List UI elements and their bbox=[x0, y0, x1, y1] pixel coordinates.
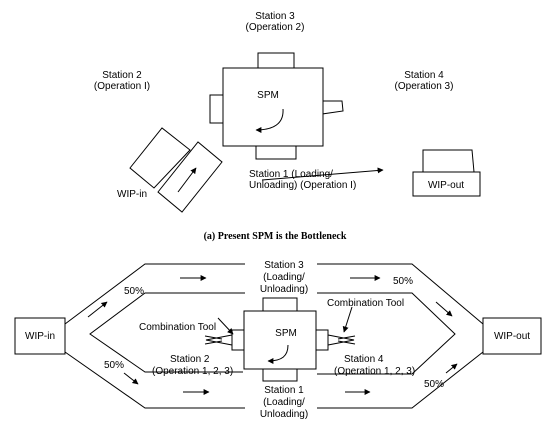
bottom-spm-body bbox=[243, 310, 317, 370]
bottom-station4-label-2: (Operation 1, 2, 3) bbox=[334, 366, 415, 377]
bottom-pct-lower-left: 50% bbox=[104, 360, 124, 371]
bottom-station3-label-1: Station 3 bbox=[264, 260, 304, 271]
top-spm-body bbox=[222, 67, 324, 147]
top-wip-pallet-1 bbox=[129, 127, 191, 189]
bottom-spm-label: SPM bbox=[275, 328, 297, 339]
bottom-station4-label-1: Station 4 bbox=[344, 354, 384, 365]
top-station1-label-2: Unloading) (Operation I) bbox=[249, 180, 356, 191]
bottom-station1-label-3: Unloading) bbox=[260, 409, 308, 420]
bottom-spm-fixture-right bbox=[315, 329, 329, 351]
top-station2-label-1: Station 2 bbox=[102, 70, 142, 81]
top-station2-label-2: (Operation I) bbox=[94, 81, 150, 92]
bottom-station1-label-2: (Loading/ bbox=[263, 397, 305, 408]
bottom-combination-tool-left bbox=[204, 317, 234, 346]
bottom-conveyor-left-inner bbox=[89, 292, 245, 373]
top-spm-fixture-left bbox=[209, 94, 225, 124]
top-station3-label-2: (Operation 2) bbox=[246, 22, 305, 33]
top-caption: (a) Present SPM is the Bottleneck bbox=[204, 231, 347, 242]
bottom-tool-right-pointer bbox=[342, 306, 353, 333]
bottom-wip-out-label: WIP-out bbox=[494, 331, 530, 342]
bottom-tool-left-blade-2 bbox=[204, 340, 223, 345]
bottom-tool-left-body bbox=[205, 334, 233, 346]
bottom-station2-label-1: Station 2 bbox=[170, 354, 210, 365]
bottom-spm-fixture-bottom bbox=[262, 368, 298, 382]
bottom-spm-fixture-top bbox=[262, 297, 298, 312]
bottom-station1-label-1: Station 1 bbox=[264, 385, 304, 396]
bottom-conveyor-left-upper-outer bbox=[64, 263, 245, 325]
top-wip-out-label: WIP-out bbox=[428, 180, 464, 191]
top-spm-rotation-arrow bbox=[255, 108, 284, 133]
bottom-pct-upper-left: 50% bbox=[124, 286, 144, 297]
top-wip-in-label: WIP-in bbox=[117, 189, 147, 200]
bottom-diagram: WIP-in WIP-out 50% 50% 50% 50% Station 3… bbox=[14, 260, 542, 420]
top-spm-label: SPM bbox=[257, 90, 279, 101]
top-spm-fixture-top bbox=[257, 52, 295, 69]
top-wip-out-cover bbox=[422, 149, 475, 173]
bottom-combination-tool-right bbox=[327, 306, 356, 346]
bottom-station3-label-2: (Loading/ bbox=[263, 272, 305, 283]
top-spm-fixture-right bbox=[321, 100, 344, 115]
bottom-flow-arrow-diag-lower-left bbox=[123, 372, 139, 385]
bottom-station3-label-3: Unloading) bbox=[260, 284, 308, 295]
bottom-station2-label-2: (Operation 1, 2, 3) bbox=[152, 366, 233, 377]
bottom-spm-fixture-left bbox=[231, 329, 245, 351]
top-station1-label-1: Station 1 (Loading/ bbox=[249, 169, 333, 180]
top-wip-in-arrow bbox=[177, 167, 197, 193]
top-station3-label-1: Station 3 bbox=[255, 11, 295, 22]
bottom-spm-rotation-arrow bbox=[267, 344, 289, 364]
bottom-flow-arrow-diag-upper-right bbox=[435, 301, 453, 317]
top-transfer-arrow bbox=[261, 167, 384, 181]
top-wip-in-pallets: WIP-in bbox=[117, 127, 223, 213]
bottom-tool-right-blade-2 bbox=[337, 340, 356, 345]
top-diagram: Station 3 (Operation 2) Station 2 (Opera… bbox=[94, 11, 481, 242]
bottom-wip-in-label: WIP-in bbox=[25, 331, 55, 342]
bottom-tool-right-blade-1 bbox=[337, 335, 356, 340]
bottom-spm-machine: SPM bbox=[231, 297, 329, 382]
bottom-flow-arrow-diag-upper-left bbox=[87, 301, 108, 318]
top-spm-fixture-bottom bbox=[255, 144, 297, 160]
top-spm-machine: SPM bbox=[209, 52, 344, 160]
top-wip-pallet-2 bbox=[157, 141, 223, 213]
bottom-wip-in-box bbox=[14, 317, 66, 355]
top-wip-out-box bbox=[412, 171, 481, 197]
top-wip-out: WIP-out bbox=[412, 149, 481, 197]
bottom-tool-left-blade-1 bbox=[204, 335, 223, 340]
top-station4-label-2: (Operation 3) bbox=[395, 81, 454, 92]
bottom-tool-right-body bbox=[327, 334, 355, 346]
bottom-flow-arrow-diag-lower-right bbox=[445, 363, 458, 374]
bottom-conveyor-left-lower-outer bbox=[64, 351, 245, 409]
bottom-conveyor-right-upper-outer bbox=[317, 263, 484, 325]
bottom-pct-upper-right: 50% bbox=[393, 276, 413, 287]
bottom-tool-left-pointer bbox=[217, 317, 234, 335]
bottom-pct-lower-right: 50% bbox=[424, 379, 444, 390]
top-station4-label-1: Station 4 bbox=[404, 70, 444, 81]
bottom-combo-left-label: Combination Tool bbox=[139, 322, 216, 333]
bottom-conveyor-right-lower-outer bbox=[317, 351, 484, 409]
bottom-combo-right-label: Combination Tool bbox=[327, 298, 404, 309]
bottom-conveyor-right-inner bbox=[317, 292, 456, 375]
bottom-wip-out-box bbox=[482, 317, 542, 355]
